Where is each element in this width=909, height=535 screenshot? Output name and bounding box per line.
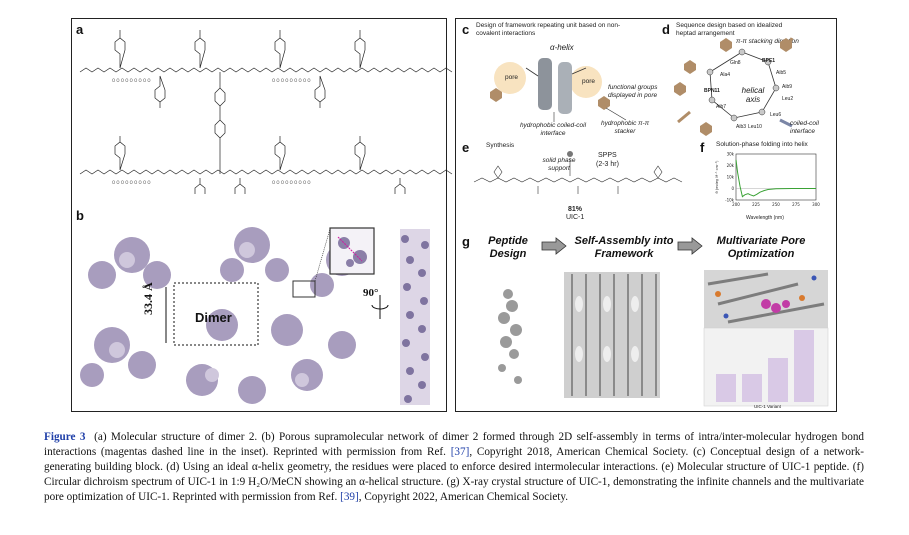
- panel-e-peptide-structure: [473, 151, 683, 194]
- svg-text:O O O O O O O O O: O O O O O O O O O: [272, 78, 311, 83]
- product-label: UIC-1: [566, 214, 585, 221]
- arrow-2-icon: [677, 237, 703, 255]
- cd-x-label: Wavelength (nm): [746, 215, 784, 221]
- residue-bpn11: BPN11: [704, 88, 720, 94]
- functional-groups-label: functional groups displayed in pore: [608, 84, 658, 99]
- figure-caption: Figure 3 (a) Molecular structure of dime…: [44, 430, 864, 505]
- caption-text-1: (a) Molecular structure of dimer 2. (b) …: [44, 431, 865, 458]
- pore-left-label: pore: [505, 74, 519, 81]
- residue-ala4: Ala4: [720, 72, 731, 78]
- panel-g-crystal-images: [498, 270, 829, 407]
- alpha-helix-label: α-helix: [550, 43, 574, 52]
- panel-label-e: e: [462, 140, 470, 155]
- svg-text:O O O O O O O O O: O O O O O O O O O: [272, 180, 311, 185]
- cd-y-tick: 30k: [727, 152, 735, 157]
- residue-aib5: Aib5: [776, 70, 787, 76]
- panel-label-a: a: [76, 22, 84, 37]
- residue-bpe1: BPE1: [762, 58, 776, 64]
- panel-label-g: g: [462, 234, 470, 249]
- panel-label-f: f: [700, 140, 705, 155]
- panel-label-c: c: [462, 22, 470, 37]
- panel-f-title: Solution-phase folding into helix: [716, 141, 808, 148]
- step-peptide-design: Peptide Design: [488, 235, 528, 260]
- step-self-assembly: Self-Assembly into Framework: [574, 235, 674, 260]
- dimension-label: 33.4 Å: [141, 282, 155, 315]
- solid-phase-label: solid phase support: [542, 157, 576, 172]
- residue-aib7: Aib7: [716, 104, 727, 110]
- caption-text-3: , Copyright 2022, American Chemical Soci…: [358, 490, 569, 503]
- panel-label-b: b: [76, 208, 84, 223]
- cd-x-tick: 275: [792, 202, 800, 207]
- residue-gln8: Gln8: [730, 60, 741, 66]
- svg-text:O O O O O O O O O: O O O O O O O O O: [112, 78, 151, 83]
- panel-c-helix-diagram: [490, 58, 627, 122]
- rotation-label: 90°: [363, 287, 379, 299]
- cd-y-tick: 10k: [727, 175, 735, 180]
- cd-x-tick: 200: [732, 202, 740, 207]
- pore-right-label: pore: [582, 78, 596, 85]
- panel-label-d: d: [662, 22, 670, 37]
- reference-link-37[interactable]: [37]: [450, 445, 470, 458]
- reference-link-39[interactable]: [39]: [340, 490, 359, 503]
- residue-aib3: Aib3: [736, 124, 747, 130]
- panel-d-heptad-diagram: [674, 37, 794, 136]
- panel-a-molecular-structure: O O O O O O O O O O O O O O O O O O O O …: [79, 30, 453, 194]
- cd-x-tick: 300: [812, 202, 820, 207]
- dimer-label: Dimer: [195, 310, 232, 325]
- yield-label: 81%: [568, 206, 583, 213]
- panel-b-network-drawing: [80, 227, 430, 405]
- residue-leu10: Leu10: [748, 124, 762, 130]
- panel-c-title: Design of framework repeating unit based…: [476, 22, 621, 37]
- step-pore-optimization: Multivariate Pore Optimization: [716, 235, 806, 260]
- figure-label: Figure 3: [44, 431, 86, 443]
- helical-axis-label: helical axis: [741, 86, 765, 104]
- svg-text:O O O O O O O O O: O O O O O O O O O: [112, 180, 151, 185]
- pi-stacker-label: hydrophobic π-π stacker: [600, 120, 650, 135]
- residue-leu6: Leu6: [770, 112, 782, 118]
- spps-time: (2-3 hr): [596, 161, 619, 168]
- cd-x-tick: 250: [772, 202, 780, 207]
- cd-y-label: θ (mdeg M⁻¹ cm⁻¹): [715, 160, 719, 194]
- inset-x-label: UIC-1 Variant: [754, 404, 781, 409]
- cd-y-tick: 20k: [727, 163, 735, 168]
- cd-plot-frame: [735, 153, 817, 201]
- coiled-coil-d-label: coiled-coil interface: [790, 120, 819, 135]
- panel-d-title: Sequence design based on idealized hepta…: [676, 22, 783, 37]
- cd-x-tick: 225: [752, 202, 760, 207]
- coiled-coil-c-label: hydrophobic coiled-coil interface: [519, 122, 587, 137]
- spps-label: SPPS: [598, 152, 617, 159]
- figure-left-frame: [71, 18, 447, 412]
- residue-leu2: Leu2: [782, 96, 794, 102]
- cd-series-line: [735, 159, 816, 198]
- cd-y-tick: 0: [731, 186, 734, 191]
- panel-e-title: Synthesis: [486, 142, 515, 149]
- arrow-1-icon: [541, 237, 567, 255]
- caption-text-2: , Copyright 2018, American Chemical Soci…: [44, 445, 865, 503]
- pi-direction-label: π-π stacking direction: [736, 38, 799, 45]
- residue-aib9: Aib9: [782, 84, 793, 90]
- cd-y-tick: -10k: [725, 198, 735, 203]
